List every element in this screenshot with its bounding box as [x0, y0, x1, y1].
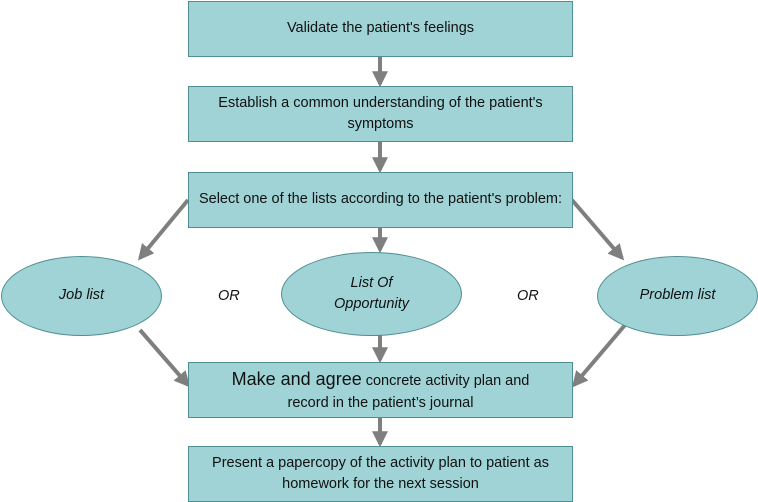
step-establish-text: Establish a common understanding of the … [218, 94, 543, 132]
option-problem-list: Problem list [597, 256, 758, 336]
step-select: Select one of the lists according to the… [188, 172, 573, 228]
step-make-and-agree-text: Make and agree concrete activity plan an… [232, 366, 530, 413]
step-make-and-agree: Make and agree concrete activity plan an… [188, 362, 573, 418]
option-list-of-opportunity: List Of Opportunity [281, 252, 462, 336]
step-select-text: Select one of the lists according to the… [198, 191, 563, 208]
option-opportunity-line2: Opportunity [334, 296, 409, 312]
arrow-job-to-make [138, 328, 191, 388]
option-problem-list-text: Problem list [639, 287, 716, 304]
step-present-text: Present a papercopy of the activity plan… [212, 454, 549, 492]
option-job-list-text: Job list [58, 287, 105, 304]
step-make-lead: Make and agree [231, 369, 362, 390]
step-validate: Validate the patient's feelings [188, 1, 573, 57]
step-make-rest-line1: concrete activity plan and [361, 373, 530, 390]
arrow-select-to-job [137, 198, 190, 261]
step-present: Present a papercopy of the activity plan… [188, 446, 573, 502]
arrow-select-to-problem [570, 198, 625, 261]
step-make-rest-line2: record in the patient’s journal [287, 394, 474, 411]
or-separator-left: OR [218, 288, 240, 304]
step-establish: Establish a common understanding of the … [188, 86, 573, 142]
option-job-list: Job list [1, 256, 162, 336]
or-separator-right: OR [517, 288, 539, 304]
step-validate-text: Validate the patient's feelings [286, 20, 475, 37]
option-opportunity-line1: List Of [350, 274, 393, 291]
option-list-of-opportunity-text: List Of Opportunity [334, 273, 409, 315]
arrow-problem-to-make [571, 323, 627, 388]
